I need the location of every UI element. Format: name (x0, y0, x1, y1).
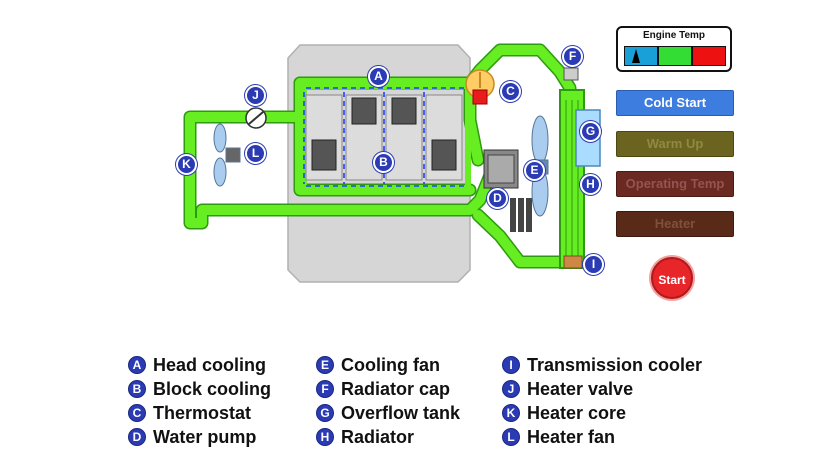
marker-k[interactable]: K (176, 154, 197, 175)
transmission-cooler-box (563, 255, 583, 269)
heater-fan-blades (213, 123, 241, 187)
legend-badge: I (502, 356, 520, 374)
legend-label: Water pump (153, 427, 257, 447)
legend-label: Radiator cap (341, 379, 451, 399)
marker-l[interactable]: L (245, 143, 266, 164)
legend-label: Head cooling (153, 355, 267, 375)
marker-h[interactable]: H (580, 174, 601, 195)
marker-a[interactable]: A (368, 66, 389, 87)
legend-badge: H (316, 428, 334, 446)
legend-badge: C (128, 404, 146, 422)
legend-label: Heater valve (527, 379, 634, 399)
marker-e[interactable]: E (524, 160, 545, 181)
gauge-zone-normal (658, 46, 692, 66)
marker-f[interactable]: F (562, 46, 583, 67)
legend-badge: E (316, 356, 334, 374)
legend-label: Transmission cooler (527, 355, 703, 375)
thermostat-housing (465, 69, 495, 105)
legend-badge: K (502, 404, 520, 422)
warm-up-button[interactable]: Warm Up (616, 131, 734, 157)
legend-label: Heater fan (527, 427, 616, 447)
pulley-stack (510, 198, 532, 232)
legend-label: Cooling fan (341, 355, 440, 375)
piston-2 (351, 97, 377, 125)
legend-label: Block cooling (153, 379, 272, 399)
legend-badge: A (128, 356, 146, 374)
legend-badge: J (502, 380, 520, 398)
marker-c[interactable]: C (500, 81, 521, 102)
legend-badge: B (128, 380, 146, 398)
marker-i[interactable]: I (583, 254, 604, 275)
legend-label: Radiator (341, 427, 415, 447)
gauge-zone-hot (692, 46, 726, 66)
engine-temp-title: Engine Temp (642, 30, 706, 41)
piston-1 (311, 139, 337, 171)
marker-g[interactable]: G (580, 121, 601, 142)
heater-valve-symbol (245, 107, 267, 129)
radiator-cap (563, 67, 579, 81)
legend-label: Overflow tank (341, 403, 461, 423)
piston-3 (391, 97, 417, 125)
component-legend: A Head cooling B Block cooling C Thermos… (128, 354, 768, 454)
gauge-zone-cold (624, 46, 658, 66)
heater-button[interactable]: Heater (616, 211, 734, 237)
marker-j[interactable]: J (245, 85, 266, 106)
water-pump (483, 149, 532, 232)
legend-badge: F (316, 380, 334, 398)
piston-4 (431, 139, 457, 171)
marker-b[interactable]: B (373, 152, 394, 173)
legend-label: Heater core (527, 403, 627, 423)
cold-start-button[interactable]: Cold Start (616, 90, 734, 116)
legend-label: Thermostat (153, 403, 252, 423)
marker-d[interactable]: D (487, 188, 508, 209)
operating-temp-button[interactable]: Operating Temp (616, 171, 734, 197)
start-button[interactable]: Start (651, 257, 693, 299)
engine-temp-gauge: Engine Temp (616, 26, 732, 72)
legend-badge: G (316, 404, 334, 422)
cylinders (305, 94, 463, 181)
legend-badge: L (502, 428, 520, 446)
legend-badge: D (128, 428, 146, 446)
gauge-needle (632, 49, 640, 63)
